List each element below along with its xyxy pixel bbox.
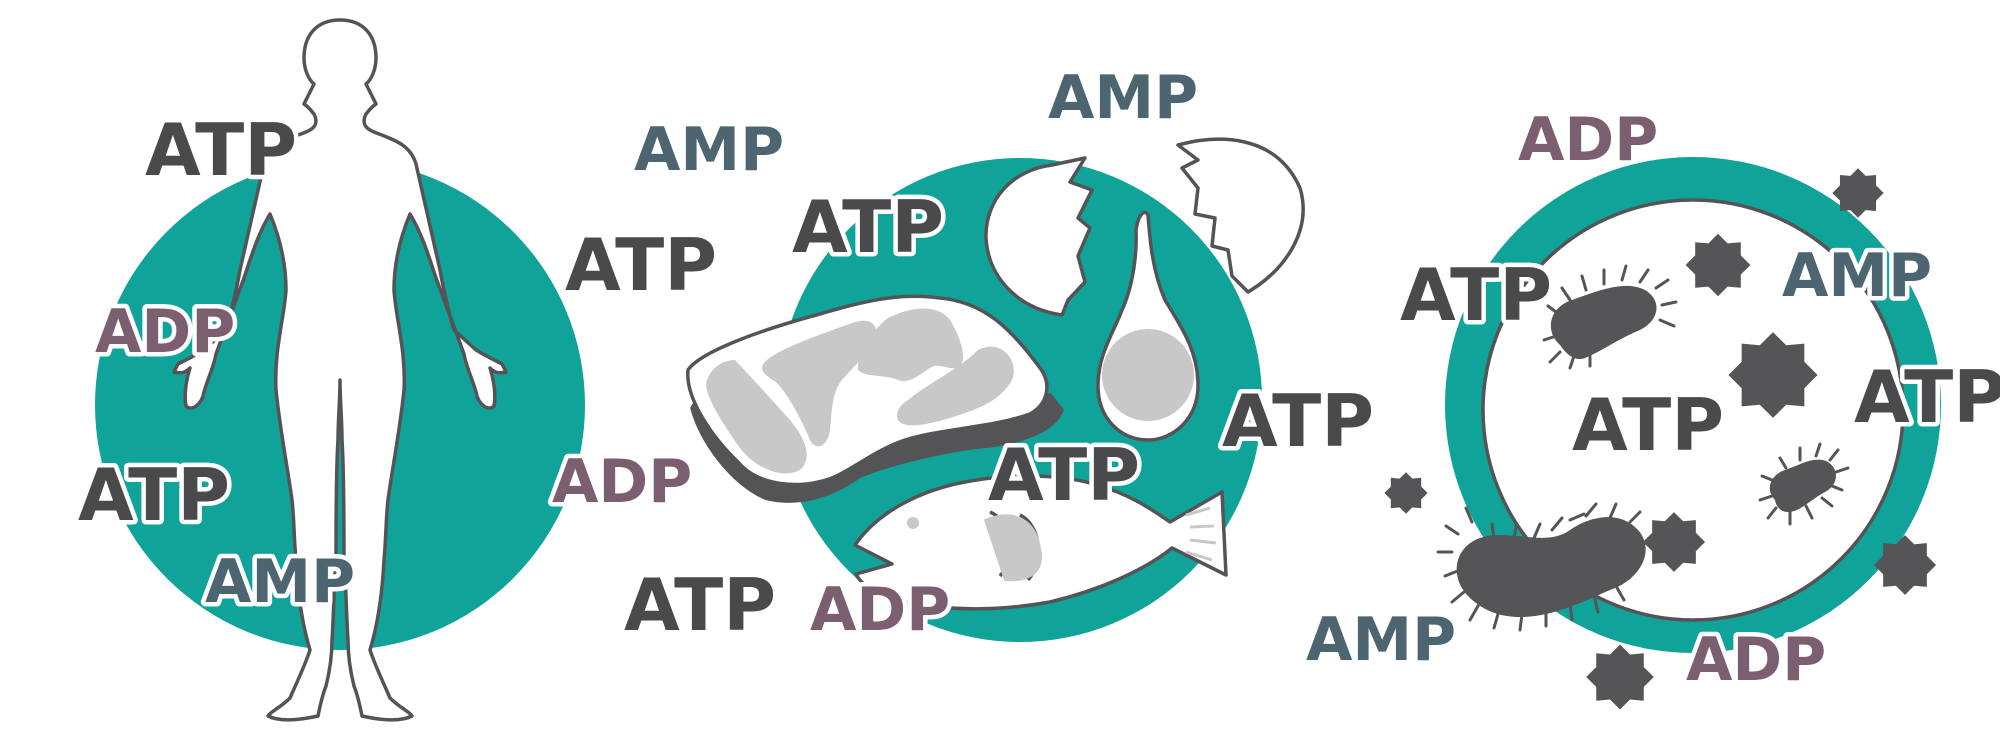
label-atp: ATP	[624, 563, 776, 647]
broken-egg-icon	[984, 137, 1305, 442]
meat-steak-icon	[686, 294, 1064, 503]
label-adp: ADP	[1518, 105, 1658, 175]
panel-food: AMP ATP ATP ATP ADP	[686, 59, 1379, 650]
label-amp: AMP	[205, 547, 355, 617]
label-atp: ATP	[792, 185, 944, 269]
label-atp: ATP	[1400, 253, 1552, 337]
label-atp: ATP	[988, 433, 1140, 517]
label-adp: ADP	[810, 575, 950, 645]
label-atp: ATP	[1854, 355, 2000, 439]
label-adp: ADP	[1686, 625, 1826, 695]
label-amp: AMP	[1306, 605, 1456, 675]
label-adp: ADP	[95, 297, 235, 367]
label-adp: ADP	[552, 447, 692, 517]
label-amp: AMP	[634, 115, 784, 185]
fish-icon	[853, 474, 1228, 611]
bacteria-icon	[1436, 264, 1850, 632]
label-atp: ATP	[1572, 383, 1724, 467]
label-amp: AMP	[1048, 63, 1198, 133]
panel-microbe: ADP ATP AMP ATP ATP AMP ADP	[1302, 101, 2000, 710]
panel-microbe-labels: ADP ATP AMP ATP ATP AMP ADP	[1302, 101, 2000, 700]
label-atp: ATP	[1222, 379, 1374, 463]
label-atp: ATP	[565, 223, 717, 307]
panel-human: ATP AMP ATP ADP ATP ADP AMP ATP	[74, 18, 789, 722]
label-atp: ATP	[145, 108, 297, 192]
panel-food-labels: AMP ATP ATP ATP ADP	[788, 59, 1379, 650]
label-atp: ATP	[78, 453, 230, 537]
label-amp: AMP	[1782, 241, 1932, 311]
human-body-icon	[172, 18, 508, 722]
panel-human-labels: ATP AMP ATP ADP ATP ADP AMP ATP	[74, 104, 789, 652]
